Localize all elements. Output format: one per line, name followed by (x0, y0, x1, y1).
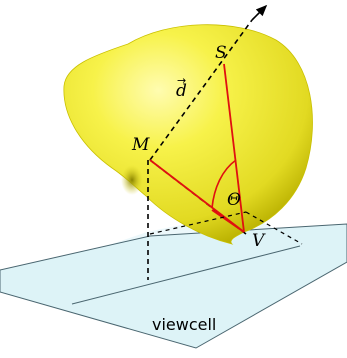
label-s: S (215, 43, 227, 63)
label-viewcell: viewcell (152, 315, 216, 334)
lobe-surface (63, 24, 313, 245)
diagram-labels: d → S M V Θ viewcell (131, 43, 266, 334)
label-theta: Θ (227, 190, 241, 210)
label-v: V (252, 231, 266, 251)
viewcell-floor (0, 223, 347, 349)
segment-m-v (149, 159, 245, 233)
lobe-dimple (121, 165, 143, 195)
red-triangle (149, 63, 245, 233)
viewcell-divider (71, 245, 301, 305)
plane-guide-left (149, 211, 247, 235)
label-d: d (176, 81, 187, 101)
label-d-vector-arrow: → (177, 74, 186, 87)
plane-guides (149, 211, 303, 245)
direction-vector-dashed (149, 19, 253, 161)
plane-guide-right (245, 211, 303, 245)
label-m: M (131, 135, 150, 155)
segment-s-v (223, 63, 245, 233)
segment-v-base (211, 209, 245, 233)
angle-theta-arc (211, 159, 237, 209)
visibility-lobe (63, 24, 313, 245)
direction-arrow (251, 4, 268, 21)
